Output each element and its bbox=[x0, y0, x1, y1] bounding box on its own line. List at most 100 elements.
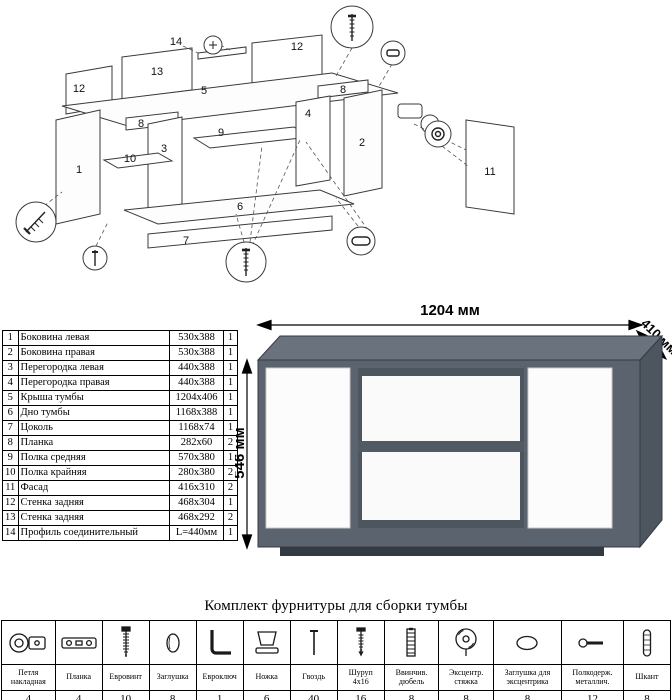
diagram-part-labels: 1 2 3 4 5 6 7 8 8 9 10 11 12 12 13 14 bbox=[73, 36, 496, 247]
hardware-item-name: Петля накладная bbox=[1, 664, 56, 691]
parts-cell-num: 13 bbox=[2, 510, 19, 526]
parts-cell-num: 7 bbox=[2, 420, 19, 436]
diagram-part-label: 14 bbox=[170, 36, 182, 48]
cap-icon bbox=[148, 620, 197, 665]
parts-cell-size: 570x380 bbox=[169, 450, 224, 466]
diagram-part-label: 9 bbox=[218, 127, 224, 139]
niche-bottom-edge bbox=[358, 520, 524, 528]
parts-cell-qty: 2 bbox=[223, 480, 238, 496]
screw-icon bbox=[336, 620, 385, 665]
left-door bbox=[265, 367, 351, 529]
hardware-item-qty: 1 bbox=[195, 690, 244, 700]
parts-cell-size: 1168x74 bbox=[169, 420, 224, 436]
hardware-item-qty: 16 bbox=[336, 690, 385, 700]
hardware-item-name: Ввинчив. дюбель bbox=[383, 664, 440, 691]
hardware-item-name: Гвоздь bbox=[289, 664, 338, 691]
hardware-icon-row bbox=[1, 620, 672, 665]
parts-cell-num: 3 bbox=[2, 360, 19, 376]
parts-cell-num: 11 bbox=[2, 480, 19, 496]
cabinet-body bbox=[256, 334, 664, 556]
hardware-item-name: Шуруп 4x16 bbox=[336, 664, 385, 691]
hardware-item-name: Полкодерж. металлич. bbox=[560, 664, 624, 691]
hardware-item-qty: 8 bbox=[438, 690, 494, 700]
parts-cell-name: Профиль соединительный bbox=[17, 525, 170, 541]
parts-cell-num: 4 bbox=[2, 375, 19, 391]
hardware-item-name: Планка bbox=[54, 664, 103, 691]
hardware-item-name: Заглушка для эксцентрика bbox=[493, 664, 562, 691]
hinge-icon bbox=[1, 620, 56, 665]
parts-cell-name: Перегородка правая bbox=[17, 375, 170, 391]
parts-cell-num: 2 bbox=[2, 345, 19, 361]
diagram-part-label: 5 bbox=[201, 85, 207, 97]
parts-cell-size: 416x310 bbox=[169, 480, 224, 496]
parts-cell-qty: 1 bbox=[223, 525, 238, 541]
hardware-item-name: Шкант bbox=[622, 664, 672, 691]
dowel-screw-icon bbox=[383, 620, 440, 665]
camlock-icon bbox=[438, 620, 494, 665]
parts-cell-size: 1204x406 bbox=[169, 390, 224, 406]
plinth bbox=[280, 547, 604, 556]
parts-cell-qty: 1 bbox=[223, 405, 238, 421]
parts-cell-name: Фасад bbox=[17, 480, 170, 496]
hardware-item-name: Эксцентр. стяжка bbox=[438, 664, 494, 691]
diagram-part-label: 3 bbox=[161, 143, 167, 155]
parts-cell-size: 530x388 bbox=[169, 345, 224, 361]
parts-cell-name: Перегородка левая bbox=[17, 360, 170, 376]
height-dimension: 546 мм bbox=[231, 358, 253, 550]
height-label: 546 мм bbox=[235, 427, 248, 478]
hardware-item-name: Заглушка bbox=[148, 664, 197, 691]
parts-cell-size: 468x292 bbox=[169, 510, 224, 526]
diagram-part-label: 10 bbox=[124, 153, 136, 165]
hardware-item-qty: 8 bbox=[148, 690, 197, 700]
hardware-item-name: Евровинт bbox=[101, 664, 150, 691]
shelfpin-icon bbox=[560, 620, 624, 665]
diagram-part-label: 12 bbox=[291, 41, 303, 53]
nail-icon bbox=[289, 620, 338, 665]
exploded-diagram-section: 1 2 3 4 5 6 7 8 8 9 10 11 12 12 13 14 bbox=[0, 0, 672, 315]
leg-icon bbox=[242, 620, 291, 665]
diagram-part-label: 7 bbox=[183, 235, 189, 247]
parts-cell-name: Боковина левая bbox=[17, 330, 170, 346]
parts-cell-num: 5 bbox=[2, 390, 19, 406]
camcap-icon bbox=[493, 620, 562, 665]
parts-cell-size: 440x388 bbox=[169, 360, 224, 376]
parts-cell-size: 282x60 bbox=[169, 435, 224, 451]
hardware-item-qty: 8 bbox=[493, 690, 562, 700]
cabinet-right-side bbox=[639, 334, 663, 549]
plate-icon bbox=[54, 620, 103, 665]
hardware-item-qty: 6 bbox=[242, 690, 291, 700]
hardware-item-name: Ножка bbox=[242, 664, 291, 691]
hardware-item-qty: 4 bbox=[54, 690, 103, 700]
hardware-kit-title: Комплект фурнитуры для сборки тумбы bbox=[204, 598, 468, 614]
parts-cell-name: Планка bbox=[17, 435, 170, 451]
parts-cell-num: 10 bbox=[2, 465, 19, 481]
hardware-item-qty: 12 bbox=[560, 690, 624, 700]
parts-cell-name: Стенка задняя bbox=[17, 510, 170, 526]
euroscrew-icon bbox=[101, 620, 150, 665]
hardware-item-qty: 8 bbox=[383, 690, 440, 700]
parts-cell-name: Цоколь bbox=[17, 420, 170, 436]
parts-cell-num: 1 bbox=[2, 330, 19, 346]
parts-cell-num: 14 bbox=[2, 525, 19, 541]
parts-cell-name: Дно тумбы bbox=[17, 405, 170, 421]
parts-cell-name: Полка крайняя bbox=[17, 465, 170, 481]
width-label: 1204 мм bbox=[420, 302, 480, 319]
hardware-kit-section: Комплект фурнитуры для сборки тумбы Петл… bbox=[0, 598, 672, 700]
hardware-item-qty: 40 bbox=[289, 690, 338, 700]
parts-cell-name: Боковина правая bbox=[17, 345, 170, 361]
